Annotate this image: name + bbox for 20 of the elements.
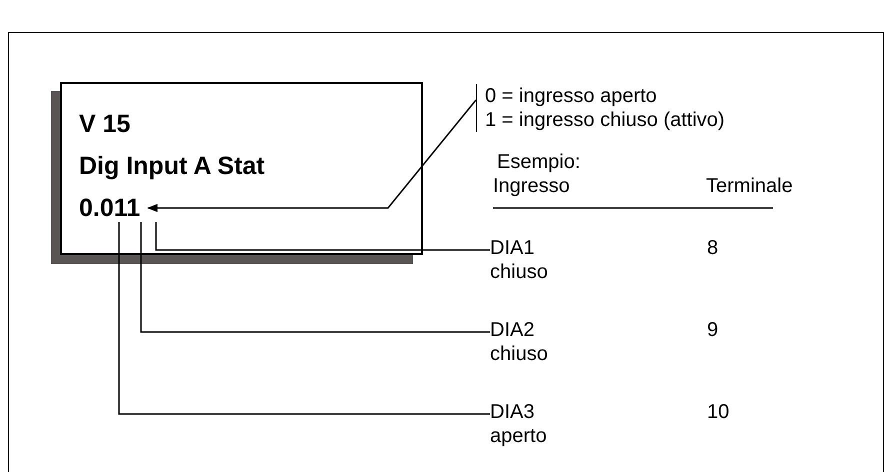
display-panel [60, 82, 423, 255]
display-text: Dig Input A Stat [79, 152, 265, 180]
table-header: Ingresso [493, 174, 570, 198]
table-header: Esempio: [497, 150, 580, 174]
note-line: 1 = ingresso chiuso (attivo) [485, 108, 725, 132]
display-text: V 15 [79, 110, 130, 138]
terminal-number: 10 [707, 400, 730, 424]
leader-line [140, 222, 490, 333]
arrow [147, 100, 477, 212]
note-line: 0 = ingresso aperto [485, 84, 658, 108]
input-label: DIA3 aperto [490, 400, 570, 448]
input-label: DIA1 chiuso [490, 236, 570, 284]
leader-line [155, 222, 490, 251]
input-label: DIA2 chiuso [490, 318, 570, 366]
terminal-number: 8 [707, 236, 718, 260]
table-header: Terminale [706, 174, 793, 198]
terminal-number: 9 [707, 318, 718, 342]
leader-line [118, 222, 490, 415]
bracketed-note [476, 84, 725, 132]
display-value: 0.011 [79, 194, 140, 222]
